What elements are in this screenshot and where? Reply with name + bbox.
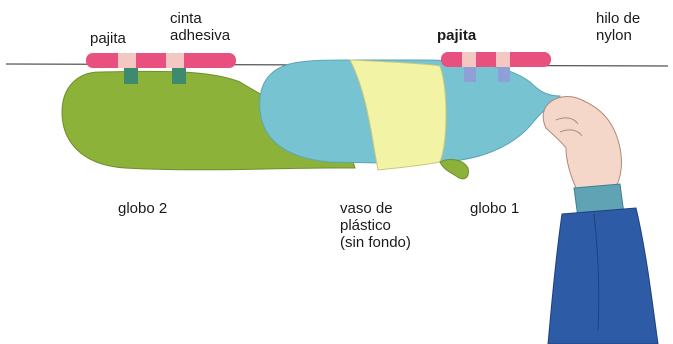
tape-strap — [498, 67, 510, 82]
balloon-knot — [440, 160, 468, 179]
tape-piece — [166, 53, 184, 68]
tape-strap — [464, 67, 476, 82]
label-straw-right: pajita — [437, 27, 476, 44]
label-tape: cinta adhesiva — [170, 10, 230, 44]
tape-piece — [118, 53, 136, 68]
label-balloon-1: globo 1 — [470, 200, 519, 217]
tape-piece — [496, 52, 510, 67]
tape-piece — [462, 52, 476, 67]
tape-strap — [172, 68, 186, 84]
straw-left — [86, 53, 236, 68]
label-plastic-cup: vaso de plástico (sin fondo) — [340, 200, 411, 251]
hand — [543, 97, 621, 192]
label-straw-left: pajita — [90, 30, 126, 47]
tape-strap — [124, 68, 138, 84]
label-nylon-thread: hilo de nylon — [596, 10, 640, 44]
label-balloon-2: globo 2 — [118, 200, 167, 217]
jacket-sleeve — [548, 208, 658, 344]
